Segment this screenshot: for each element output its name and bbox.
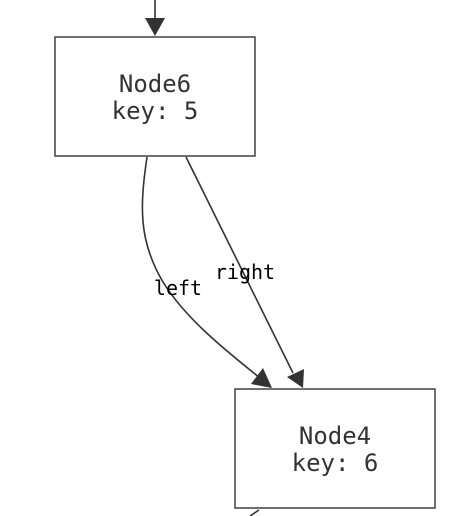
edge-right-label: right <box>215 260 275 284</box>
node4-name: Node4 <box>299 422 371 450</box>
incoming-edge-node6 <box>145 0 165 36</box>
edge-right: right <box>185 156 304 388</box>
edge-left: left <box>141 156 272 388</box>
node-node4[interactable]: Node4 key: 6 <box>234 388 436 509</box>
outgoing-edge-node4 <box>249 509 260 516</box>
node4-key: key: 6 <box>292 449 379 477</box>
node6-name: Node6 <box>119 70 191 98</box>
node-node6[interactable]: Node6 key: 5 <box>54 36 256 157</box>
node6-box <box>54 36 256 157</box>
node4-box <box>234 388 436 509</box>
node6-key: key: 5 <box>112 97 199 125</box>
edge-left-label: left <box>154 276 202 300</box>
